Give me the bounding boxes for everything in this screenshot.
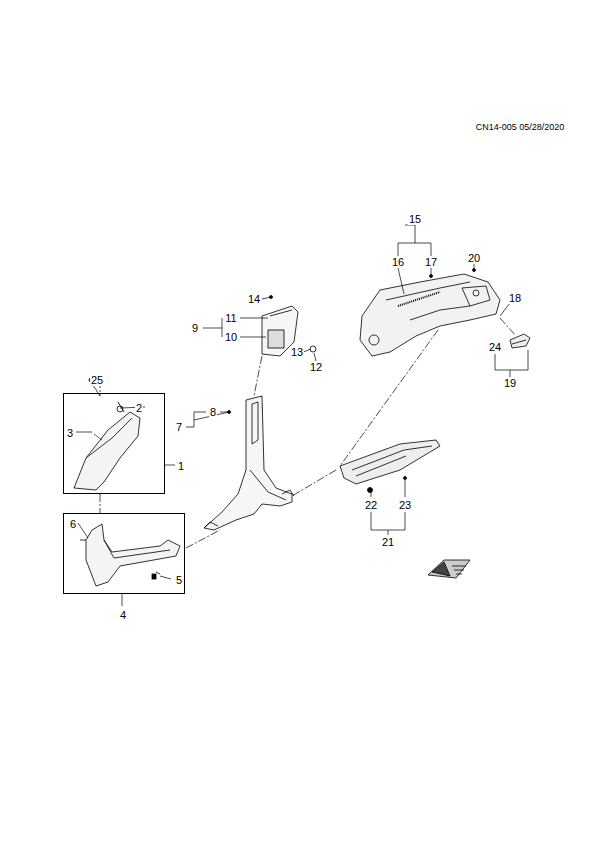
callout-number: 1 [177, 460, 185, 472]
drawing-code: CN14-005 05/28/2020 [475, 121, 566, 133]
callout-number: 9 [191, 322, 199, 334]
part-group-box: 456 [63, 513, 185, 594]
callout-number: 20 [467, 252, 481, 264]
dash-dot-connector [100, 494, 101, 513]
callout-number: 2 [135, 402, 143, 414]
callout-number: 22 [364, 499, 378, 511]
callout-number: 4 [119, 609, 127, 621]
callout-number: 6 [69, 518, 77, 530]
callout-number: 24 [488, 341, 502, 353]
callout-number: 18 [508, 292, 522, 304]
callout-number: 17 [424, 256, 438, 268]
callout-number: 13 [290, 346, 304, 358]
callout-number: 14 [247, 293, 261, 305]
part-group-box: 123 [63, 393, 165, 494]
callout-number: 21 [381, 536, 395, 548]
callout-number: 16 [391, 256, 405, 268]
callout-number: 25 [90, 374, 104, 386]
callout-number: 10 [224, 331, 238, 343]
callout-number: 23 [398, 499, 412, 511]
callout-number: 8 [209, 406, 217, 418]
callout-number: 5 [175, 574, 183, 586]
callout-number: 19 [503, 377, 517, 389]
callout-number: 3 [66, 427, 74, 439]
callout-number: 11 [224, 312, 237, 324]
callout-number: 12 [309, 361, 323, 373]
callout-number: 7 [175, 421, 183, 433]
callout-number: 15 [408, 213, 422, 225]
